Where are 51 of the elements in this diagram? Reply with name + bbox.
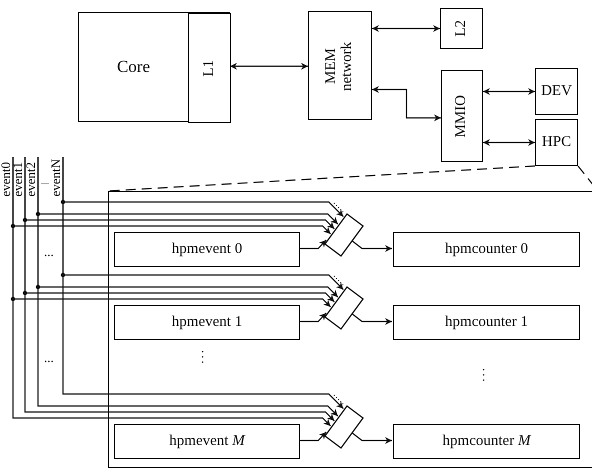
- register-box: [393, 232, 580, 267]
- block-label: MMIO: [454, 94, 470, 138]
- block-label: hpmevent 1: [172, 314, 242, 330]
- register-box: [114, 305, 300, 340]
- ellipsis-text: ...: [200, 350, 213, 366]
- ellipsis-text: ...: [481, 368, 494, 384]
- arrow: [299, 432, 327, 442]
- register-box: [535, 68, 578, 115]
- block-box: [441, 70, 483, 162]
- arrow: [372, 25, 440, 32]
- block-label: hpmcounter M: [442, 434, 530, 450]
- block-label: L1: [202, 60, 218, 76]
- block-box: [308, 11, 372, 120]
- block-box: [188, 13, 231, 123]
- block-label: hpmcounter 1: [445, 314, 528, 330]
- block-box: [440, 8, 483, 49]
- block-label: L2: [454, 20, 470, 37]
- arrow: [372, 86, 441, 122]
- block-label: hpmevent M: [169, 434, 245, 450]
- register-box: [393, 424, 580, 459]
- block-label: Core: [116, 58, 152, 76]
- arrow: [483, 139, 535, 146]
- arrow: [299, 312, 327, 322]
- register-box: [393, 305, 580, 340]
- register-box: [535, 119, 578, 166]
- signal-label: event0: [0, 162, 13, 197]
- block-label: hpmevent 0: [172, 242, 242, 258]
- multiplexer-shape: [323, 285, 365, 331]
- zoom-panel: [108, 191, 592, 468]
- dashed-line: [108, 165, 536, 192]
- signal-label: event2: [24, 162, 38, 197]
- multiplexer-shape: [323, 404, 365, 450]
- arrow: [350, 432, 392, 444]
- arrow: [299, 240, 327, 250]
- arrow: [483, 88, 535, 95]
- arrow: [230, 62, 308, 70]
- multiplexer-shape: [323, 212, 365, 258]
- signal-label: event1: [11, 162, 25, 197]
- core-block: [78, 12, 230, 122]
- register-box: [114, 424, 300, 459]
- block-label: MEM network: [324, 40, 356, 93]
- ellipsis-text: ....: [41, 178, 49, 186]
- block-label: HPC: [542, 134, 572, 150]
- signal-label: eventN: [49, 159, 63, 197]
- block-label: hpmcounter 0: [445, 242, 528, 258]
- arrow: [350, 312, 392, 325]
- ellipsis-text: ...: [44, 245, 54, 258]
- ellipsis-text: ...: [44, 351, 54, 364]
- register-box: [114, 232, 300, 267]
- arrow: [350, 240, 392, 252]
- block-label: DEV: [541, 84, 572, 100]
